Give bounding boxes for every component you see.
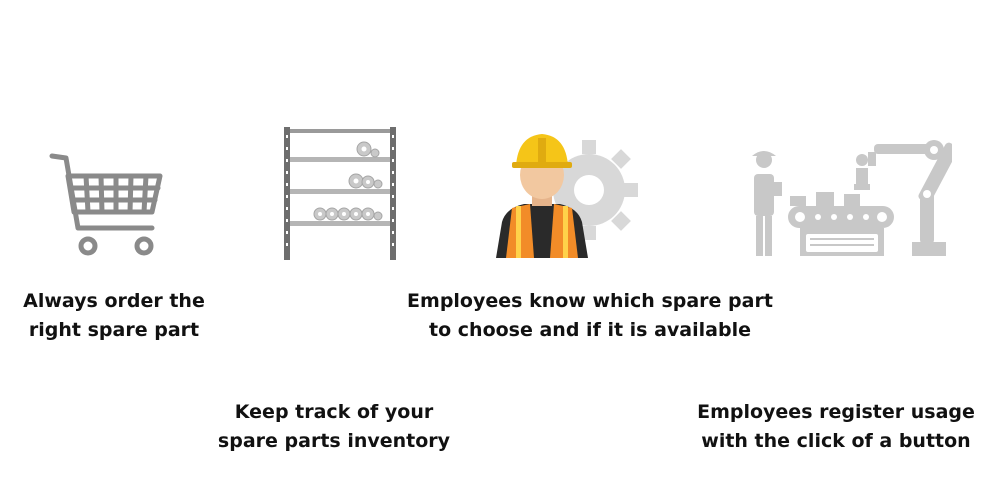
caption-line: with the click of a button	[701, 430, 971, 452]
caption-register-usage: Employees register usage with the click …	[680, 398, 992, 456]
production-line-icon	[748, 134, 952, 258]
caption-line: Keep track of your	[234, 401, 434, 423]
caption-line: Always order the	[23, 290, 205, 312]
caption-line: Employees know which spare part	[407, 290, 773, 312]
caption-line: right spare part	[28, 319, 200, 341]
shopping-cart-icon	[48, 150, 166, 260]
caption-line: spare parts inventory	[217, 430, 451, 452]
caption-track-inventory: Keep track of your spare parts inventory	[205, 398, 463, 456]
caption-employees-know: Employees know which spare part to choos…	[390, 287, 790, 345]
caption-line: to choose and if it is available	[429, 319, 751, 341]
caption-line: Employees register usage	[697, 401, 975, 423]
caption-order-right-part: Always order the right spare part	[0, 287, 228, 345]
worker-with-gear-icon	[494, 130, 644, 258]
parts-shelf-icon	[282, 127, 398, 260]
